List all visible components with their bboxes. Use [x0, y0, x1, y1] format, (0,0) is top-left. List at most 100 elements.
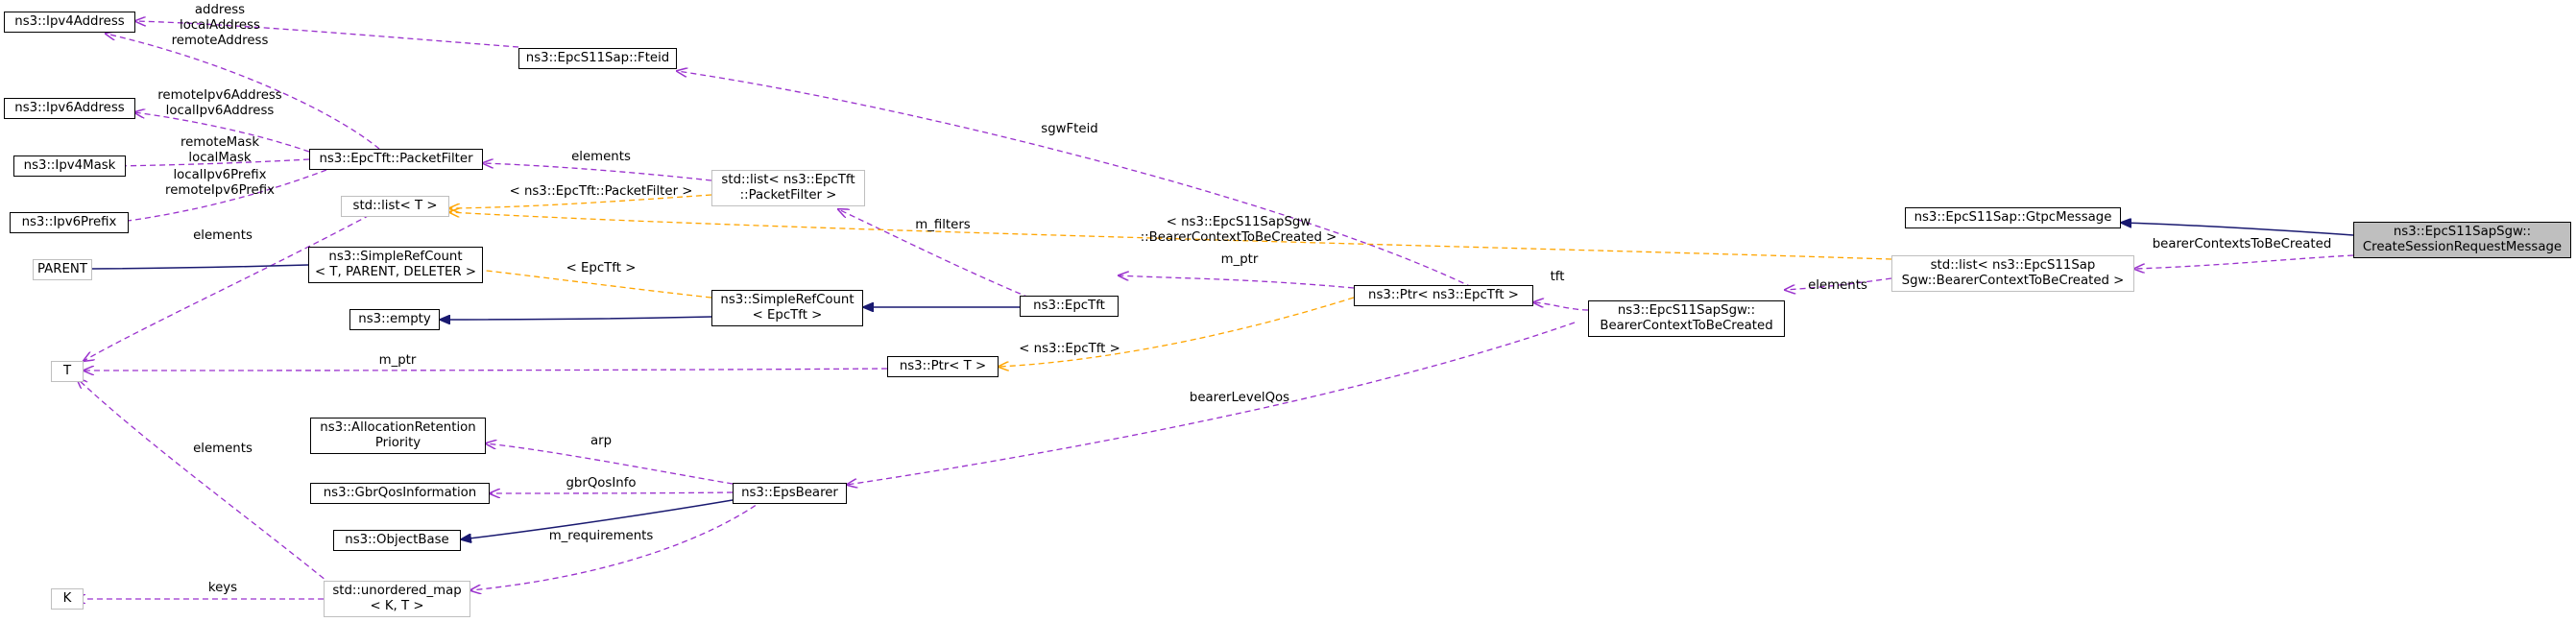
node-simplerefcount-epctft-line1: ns3::SimpleRefCount: [720, 293, 855, 307]
label-tmpl-bearercontext-line1: < ns3::EpcS11SapSgw: [1166, 215, 1312, 229]
node-unordered-map-line1: std::unordered_map: [332, 584, 462, 598]
node-empty-label: ns3::empty: [358, 312, 431, 326]
node-gtpcmessage[interactable]: ns3::EpcS11Sap::GtpcMessage: [1905, 207, 2121, 228]
label-prefix-line1: localIpv6Prefix: [173, 168, 267, 182]
edge-bearercontext-to-ptrepctft: [1533, 302, 1589, 311]
node-bearercontext-line1: ns3::EpcS11SapSgw::: [1617, 303, 1756, 318]
edge-packetfilter-to-ipv6prefix: [113, 169, 327, 223]
node-ipv4address[interactable]: ns3::Ipv4Address: [4, 12, 135, 33]
edge-listbc-to-stdlist: [449, 212, 1892, 260]
edge-epsbearer-to-gbrqos: [490, 492, 734, 493]
label-m-requirements: m_requirements: [548, 529, 654, 543]
label-elements-pf: elements: [571, 150, 631, 164]
label-mask-line2: localMask: [188, 151, 252, 165]
edge-fteid-to-ipv4address: [135, 21, 519, 48]
node-ipv4mask-label: ns3::Ipv4Mask: [23, 158, 116, 173]
node-packetfilter-label: ns3::EpcTft::PacketFilter: [319, 152, 473, 166]
node-createsession-line2: CreateSessionRequestMessage: [2362, 240, 2563, 254]
label-m-filters: m_filters: [915, 218, 971, 232]
label-keys: keys: [207, 581, 238, 595]
edge-epsbearer-to-allocation: [486, 443, 734, 485]
node-list-packetfilter[interactable]: std::list< ns3::EpcTft::PacketFilter >: [711, 170, 865, 206]
edge-refcountepctft-to-refcountt: [462, 268, 712, 299]
node-simplerefcount-epctft[interactable]: ns3::SimpleRefCount< EpcTft >: [711, 290, 863, 326]
node-stdlist-t[interactable]: std::list< T >: [341, 196, 449, 217]
label-tmpl-bearercontext-line2: ::BearerContextToBeCreated >: [1140, 230, 1337, 245]
node-packetfilter[interactable]: ns3::EpcTft::PacketFilter: [309, 149, 483, 170]
edge-refcountt-to-parent: [61, 265, 309, 269]
label-address: address localAddress remoteAddress: [172, 3, 269, 49]
node-bearercontext-line2: BearerContextToBeCreated: [1600, 319, 1773, 333]
node-epsbearer-label: ns3::EpsBearer: [741, 486, 838, 500]
label-ipv6-line1: remoteIpv6Address: [157, 88, 282, 103]
node-parent[interactable]: PARENT: [33, 259, 92, 280]
node-empty[interactable]: ns3::empty: [349, 309, 440, 330]
node-k-label: K: [62, 591, 72, 606]
node-epsbearer[interactable]: ns3::EpsBearer: [733, 483, 847, 504]
node-objectbase[interactable]: ns3::ObjectBase: [333, 530, 461, 551]
node-ptr-epctft[interactable]: ns3::Ptr< ns3::EpcTft >: [1354, 285, 1533, 306]
label-elements-map: elements: [193, 442, 253, 456]
edge-packetfilter-to-ipv4mask: [113, 158, 310, 166]
edge-ptrepctft-to-epctft: [1119, 275, 1355, 289]
label-tft: tft: [1550, 270, 1565, 284]
node-list-packetfilter-line1: std::list< ns3::EpcTft: [721, 173, 855, 187]
node-list-bearercontext-line1: std::list< ns3::EpcS11Sap: [1930, 258, 2096, 273]
label-prefix-line2: remoteIpv6Prefix: [165, 183, 275, 198]
node-fteid[interactable]: ns3::EpcS11Sap::Fteid: [518, 48, 677, 69]
node-ipv6prefix-label: ns3::Ipv6Prefix: [21, 215, 117, 229]
edge-unorderedmap-to-t: [77, 378, 332, 586]
node-bearercontext[interactable]: ns3::EpcS11SapSgw::BearerContextToBeCrea…: [1588, 300, 1785, 337]
edge-listpf-to-stdlist: [449, 194, 712, 208]
node-objectbase-label: ns3::ObjectBase: [345, 533, 449, 547]
label-elements-bc: elements: [1808, 278, 1867, 293]
node-fteid-label: ns3::EpcS11Sap::Fteid: [525, 51, 670, 65]
node-simplerefcount-t-line1: ns3::SimpleRefCount: [328, 250, 463, 264]
node-k[interactable]: K: [51, 588, 84, 610]
node-ipv6prefix[interactable]: ns3::Ipv6Prefix: [10, 212, 129, 233]
label-elements-t: elements: [193, 228, 253, 243]
node-gbrqos[interactable]: ns3::GbrQosInformation: [310, 483, 490, 504]
edge-bearercontext-to-fteid: [677, 71, 1499, 301]
node-simplerefcount-t-line2: < T, PARENT, DELETER >: [315, 265, 476, 279]
label-ipv6-line2: localIpv6Address: [165, 104, 275, 118]
label-arp: arp: [590, 434, 613, 448]
edge-epsbearer-to-unorderedmap: [470, 499, 764, 590]
edge-listpf-to-packetfilter: [483, 163, 712, 181]
label-bearercontexts: bearerContextsToBeCreated: [2152, 237, 2332, 251]
edge-ptrepctft-to-ptrt: [999, 297, 1355, 367]
edge-createsession-to-listbc: [2134, 254, 2354, 269]
node-ptr-t-label: ns3::Ptr< T >: [899, 359, 987, 373]
label-prefix: localIpv6Prefix remoteIpv6Prefix: [165, 168, 275, 199]
node-createsession-line1: ns3::EpcS11SapSgw::: [2393, 225, 2532, 239]
node-ipv4mask[interactable]: ns3::Ipv4Mask: [13, 156, 126, 177]
edge-epsbearer-to-objectbase: [461, 499, 734, 539]
node-gtpcmessage-label: ns3::EpcS11Sap::GtpcMessage: [1914, 210, 2112, 225]
node-ipv6address[interactable]: ns3::Ipv6Address: [4, 98, 135, 119]
edge-refcountepctft-to-empty: [440, 317, 712, 320]
label-m-ptr-t: m_ptr: [378, 353, 417, 368]
node-unordered-map[interactable]: std::unordered_map< K, T >: [324, 581, 470, 617]
node-createsession[interactable]: ns3::EpcS11SapSgw::CreateSessionRequestM…: [2353, 222, 2571, 258]
node-t[interactable]: T: [51, 361, 84, 382]
node-epctft-label: ns3::EpcTft: [1033, 299, 1105, 313]
label-ipv6: remoteIpv6Address localIpv6Address: [157, 88, 281, 119]
node-ptr-t[interactable]: ns3::Ptr< T >: [887, 356, 999, 377]
edge-bearercontext-to-epsbearer: [847, 322, 1576, 485]
node-list-bearercontext-line2: Sgw::BearerContextToBeCreated >: [1901, 274, 2125, 288]
node-epctft[interactable]: ns3::EpcTft: [1020, 296, 1119, 317]
edge-packetfilter-to-ipv4address: [106, 34, 380, 150]
node-stdlist-t-label: std::list< T >: [352, 199, 438, 213]
label-address-line3: remoteAddress: [171, 34, 269, 48]
label-mask: remoteMask localMask: [181, 135, 259, 166]
node-simplerefcount-epctft-line2: < EpcTft >: [752, 308, 823, 323]
label-tmpl-packetfilter: < ns3::EpcTft::PacketFilter >: [509, 184, 693, 199]
label-sgwfteid: sgwFteid: [1041, 122, 1098, 136]
node-ipv6address-label: ns3::Ipv6Address: [14, 101, 125, 115]
edge-ptrt-to-t: [84, 369, 888, 371]
edge-createsession-to-gtpcmessage: [2121, 223, 2354, 236]
node-simplerefcount-t[interactable]: ns3::SimpleRefCount< T, PARENT, DELETER …: [308, 247, 483, 283]
